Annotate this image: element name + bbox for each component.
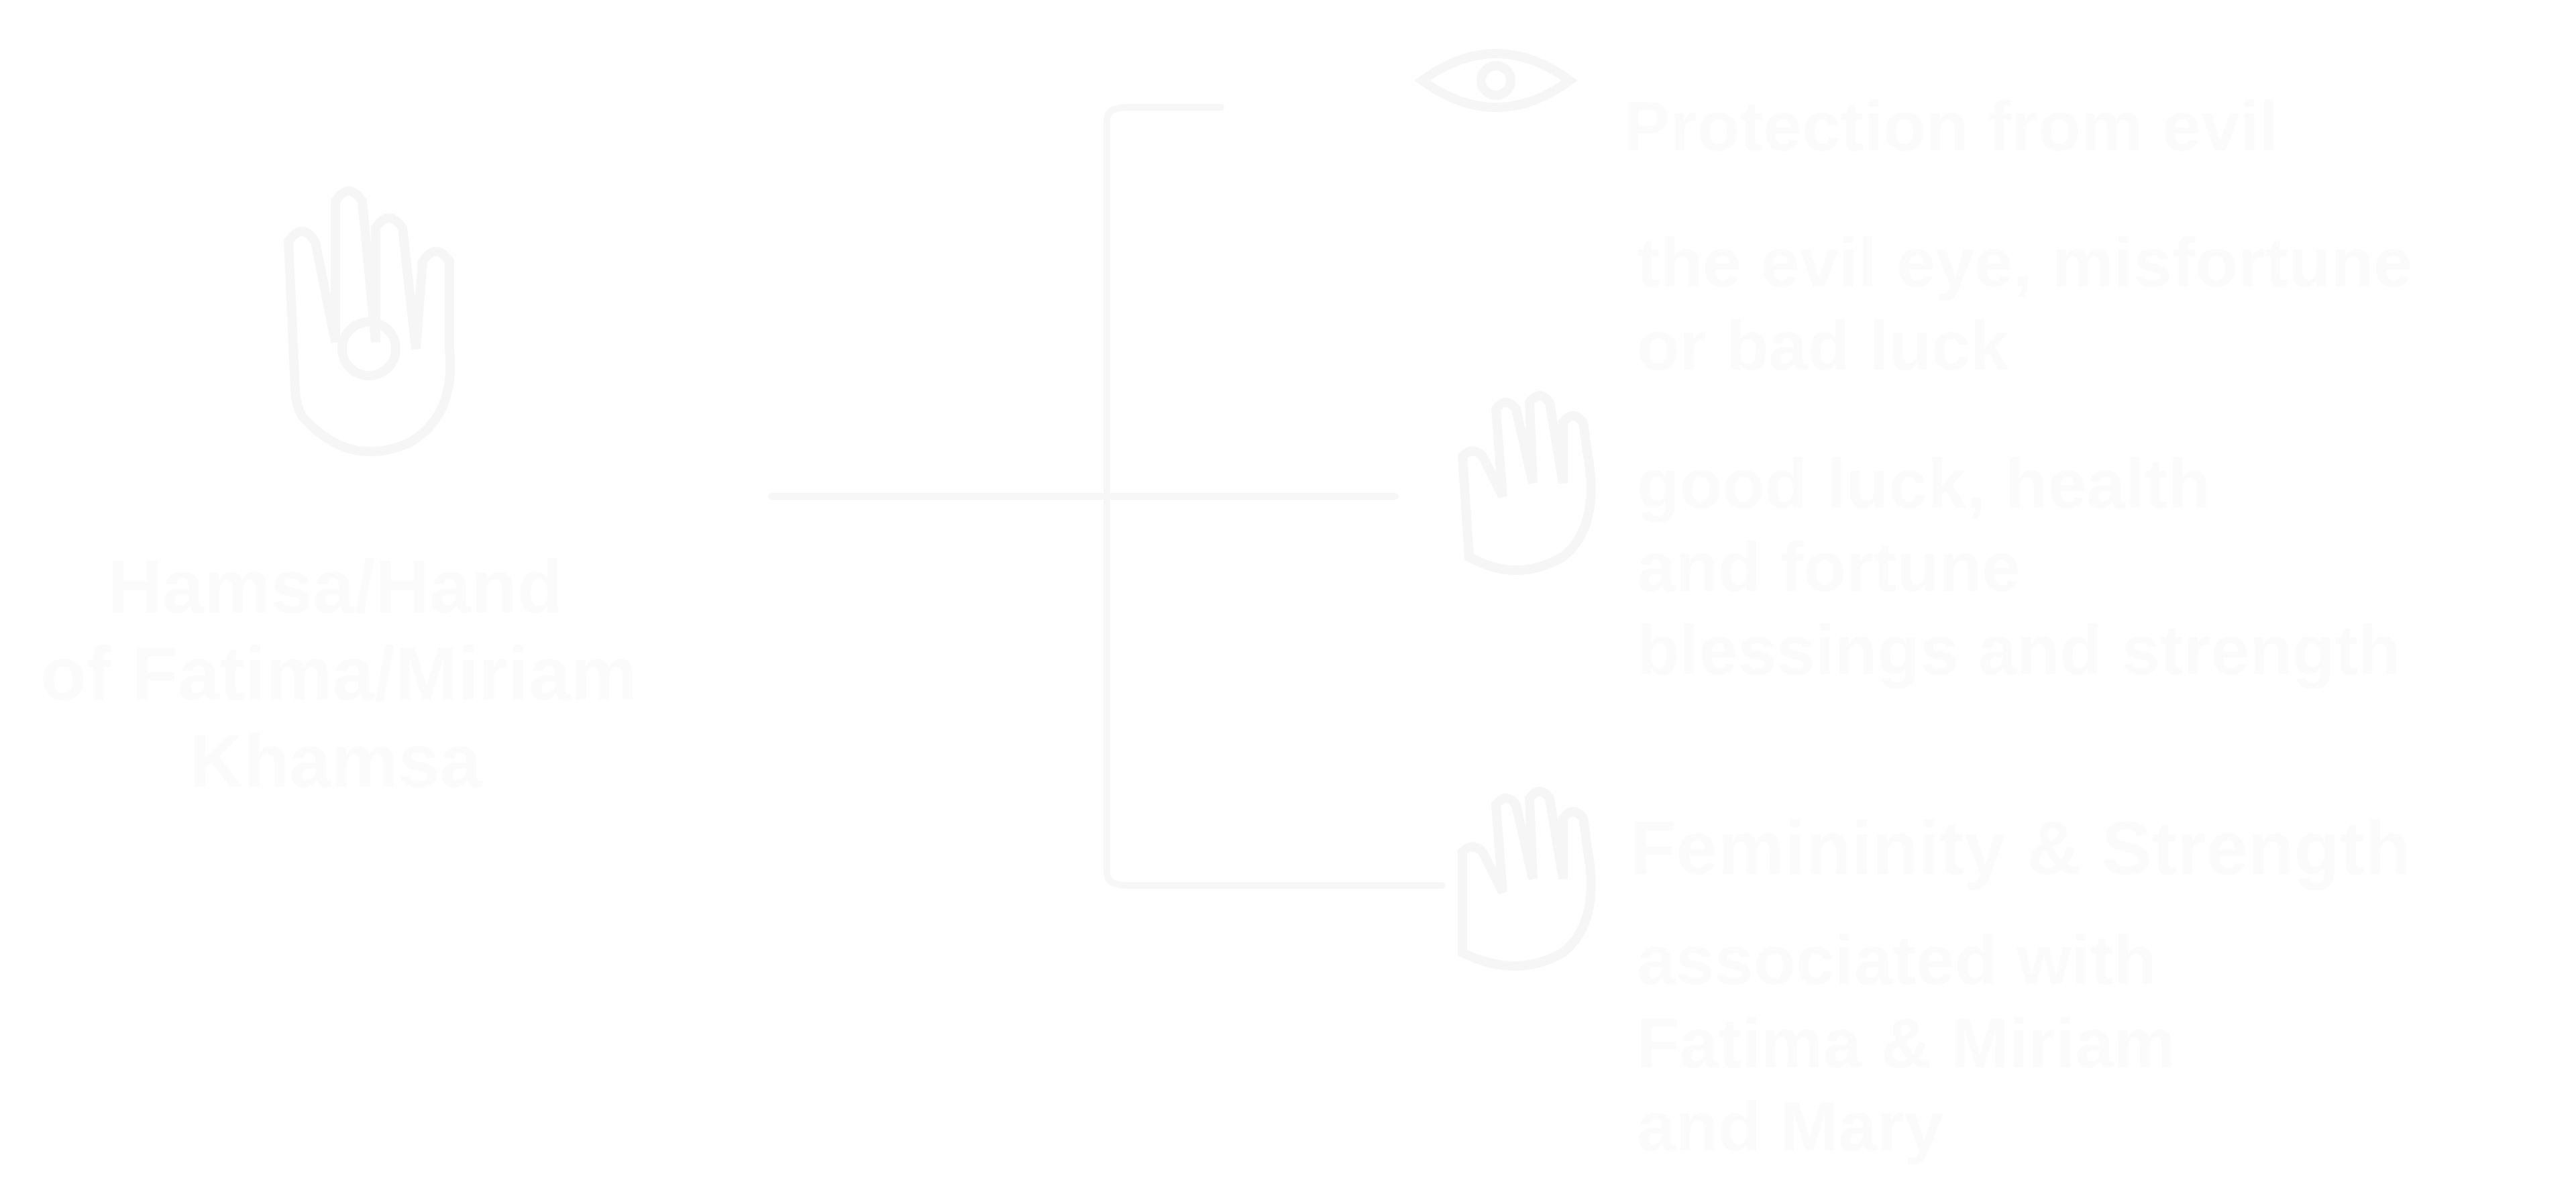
hand-icon [1458, 787, 1596, 971]
branch-2-body: good luck, health and fortune blessings … [1637, 443, 2400, 692]
branch-3-body: associated with Fatima & Miriam and Mary [1637, 919, 2176, 1169]
root-title-line: of Fatima/Miriam [40, 632, 637, 716]
branch-3-line: and Mary [1637, 1088, 1943, 1166]
branch-3-line: associated with [1637, 922, 2157, 999]
eye-icon [1414, 49, 1578, 112]
branch-1-line: or bad luck [1637, 307, 2009, 385]
branch-1-body: the evil eye, misfortune or bad luck [1637, 221, 2412, 388]
branch-1-line: the evil eye, misfortune [1637, 224, 2412, 302]
root-title-line: Khamsa [189, 719, 482, 803]
branch-2-line: and fortune [1637, 529, 2021, 606]
branch-3-heading: Femininity & Strength [1630, 806, 2411, 890]
hand-icon [1457, 391, 1596, 575]
branch-1-heading: Protection from evil [1623, 88, 2279, 166]
branch-3-line: Fatima & Miriam [1637, 1005, 2176, 1083]
root-node-title: Hamsa/Hand of Fatima/Miriam Khamsa [40, 543, 637, 805]
branch-2-line: good luck, health [1637, 445, 2211, 523]
root-title-line: Hamsa/Hand [107, 545, 564, 629]
branch-2-line: blessings and strength [1637, 612, 2401, 690]
hamsa-hand-icon [283, 186, 455, 457]
